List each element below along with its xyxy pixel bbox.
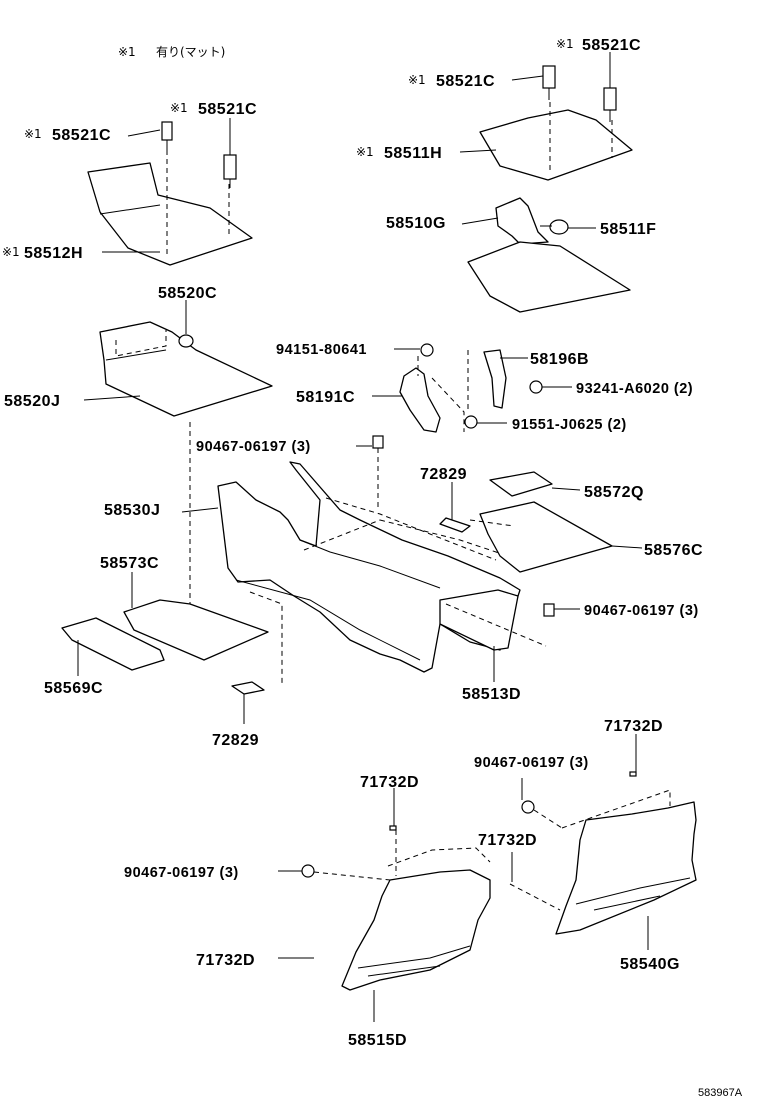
callout-label: 58530J [104,502,160,519]
callout-label: 58515D [348,1032,407,1049]
callout-label: 91551-J0625 (2) [512,417,627,433]
bracket-58196b [464,349,543,429]
carpet-58513d [439,589,555,651]
legend-note: ※1 有り(マット) [118,45,225,59]
callout-label: 58521C [582,37,641,54]
clip-58521c-a [161,121,173,152]
callout-mark: ※1 [556,37,574,51]
floor-mat-right [479,102,633,181]
leader-lines [77,52,649,1022]
legend-mark: ※1 [118,45,136,59]
clip-58521c-d [603,87,617,122]
callout-label: 58573C [100,555,159,572]
clip-58521c-c [542,65,556,100]
callout-label: 90467-06197 (3) [584,603,699,619]
callout-label: 71732D [196,952,255,969]
callout-label: 58513D [462,686,521,703]
callout-label: 58520C [158,285,217,302]
callout-mark: ※1 [356,145,374,159]
panel-58573c [123,599,269,661]
callout-label: 58540G [620,956,680,973]
callout-label: 58521C [198,101,257,118]
callout-label: 93241-A6020 (2) [576,381,693,397]
panel-58520j [99,321,273,604]
callout-label: 58572Q [584,484,644,501]
carpet-58576c [469,501,613,573]
callout-label: 71732D [604,718,663,735]
diagram-reference: 583967A [698,1087,743,1099]
carpet-58530j [217,435,521,686]
callout-label: 71732D [360,774,419,791]
callout-label: 58520J [4,393,60,410]
callout-mark: ※1 [408,73,426,87]
callout-label: 94151-80641 [276,342,367,358]
callout-label: 58521C [52,127,111,144]
pad-58572q [439,471,553,533]
floor-mat-left [87,150,253,266]
clip-58521c-b [223,154,237,188]
panel-58540g [509,771,697,935]
callout-label: 90467-06197 (3) [196,439,311,455]
callout-label: 58569C [44,680,103,697]
callout-label: 58512H [24,245,83,262]
callout-label: 58510G [386,215,446,232]
legend-text: 有り(マット) [156,45,225,59]
strip-72829-lower [231,681,265,695]
callout-label: 58511F [600,221,656,238]
bracket-58191c [399,343,465,433]
callout-label: 71732D [478,832,537,849]
callout-label: 58191C [296,389,355,406]
panel-58515d [301,825,491,991]
callouts: ※1 58521C ※1 58521C ※1 58511H 58510G 585… [2,37,703,1049]
callout-label: 90467-06197 (3) [474,755,589,771]
panel-58569c [61,617,165,671]
callout-mark: ※1 [170,101,188,115]
callout-label: 58521C [436,73,495,90]
callout-label: 72829 [212,732,259,749]
callout-label: 58576C [644,542,703,559]
callout-mark: ※1 [2,245,20,259]
bracket-carpet [467,197,631,313]
callout-label: 72829 [420,466,467,483]
callout-label: 58196B [530,351,589,368]
callout-mark: ※1 [24,127,42,141]
callout-label: 90467-06197 (3) [124,865,239,881]
callout-label: 58511H [384,145,442,162]
